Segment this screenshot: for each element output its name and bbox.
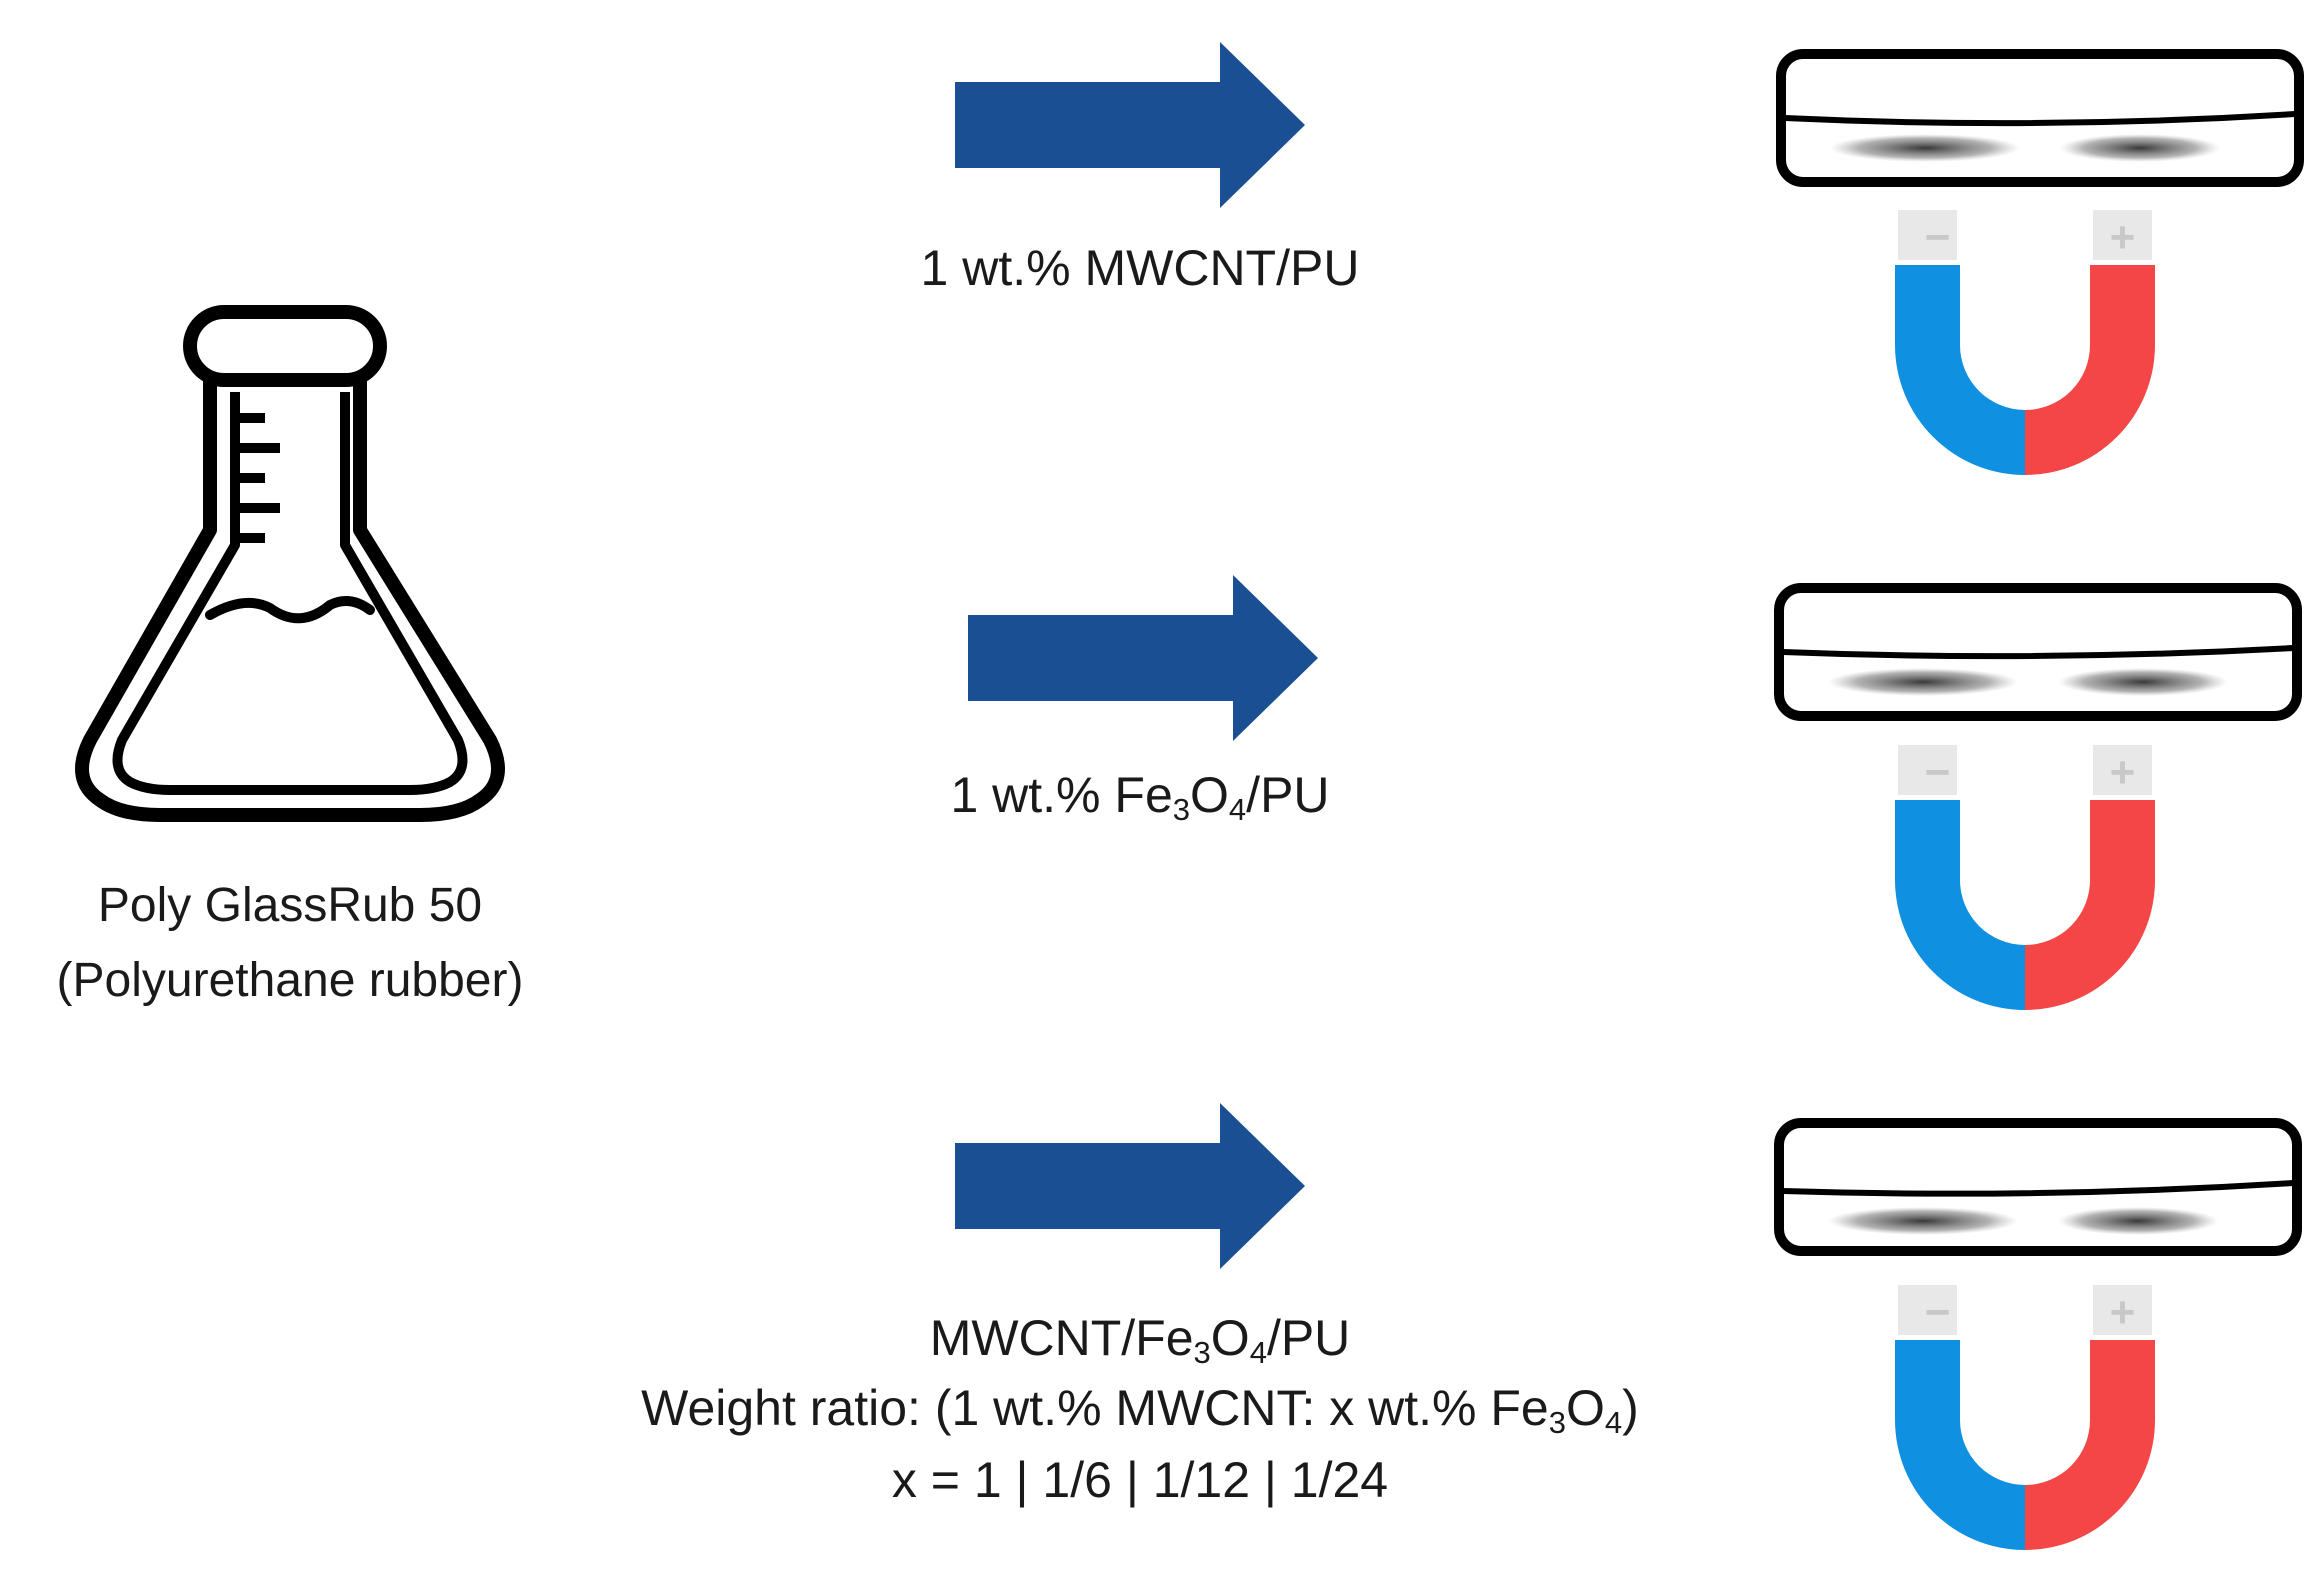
row2-label-text: /PU	[1246, 767, 1330, 823]
plus-icon: +	[2109, 748, 2136, 797]
row1-label: 1 wt.% MWCNT/PU	[860, 243, 1420, 293]
row3-label-line1: MWCNT/Fe3O4/PU	[700, 1310, 1580, 1368]
right-arrow-icon	[955, 1103, 1305, 1269]
sample-dish-icon	[1774, 1118, 2302, 1256]
minus-icon: −	[1924, 748, 1951, 797]
row3-label-line3: x = 1 | 1/6 | 1/12 | 1/24	[891, 1452, 1389, 1508]
row3-subscript: 4	[1604, 1404, 1623, 1440]
minus-icon: −	[1924, 1288, 1951, 1337]
row3-label-text: Weight ratio: (1 wt.% MWCNT: x wt.% Fe	[641, 1380, 1549, 1436]
plus-icon: +	[2109, 1288, 2136, 1337]
row3-label-text: O	[1210, 1310, 1250, 1366]
horseshoe-magnet-icon	[1895, 745, 2155, 1010]
row3-subscript: 3	[1548, 1404, 1566, 1440]
sample-dish-icon	[1774, 583, 2302, 721]
flask-label-line2: (Polyurethane rubber)	[56, 954, 524, 1007]
horseshoe-magnet-icon	[1895, 210, 2155, 475]
row3-label-text: /PU	[1266, 1310, 1351, 1366]
row2-label-text: O	[1190, 767, 1229, 823]
row3-label-text: O	[1566, 1380, 1605, 1436]
row2-label: 1 wt.% Fe3O4/PU	[860, 767, 1420, 825]
right-arrow-icon	[968, 575, 1318, 741]
row3-label-text: )	[1622, 1380, 1639, 1436]
row3-label-line2: Weight ratio: (1 wt.% MWCNT: x wt.% Fe3O…	[500, 1380, 1780, 1438]
row3-label-text: MWCNT/Fe	[929, 1310, 1194, 1366]
minus-icon: −	[1924, 213, 1951, 262]
sample-dish-icon	[1776, 49, 2304, 187]
row2-label-text: 1 wt.% Fe	[950, 767, 1173, 823]
row2-subscript: 4	[1228, 791, 1247, 827]
row3-subscript: 3	[1193, 1334, 1211, 1370]
row3-subscript: 4	[1249, 1334, 1267, 1370]
right-arrow-icon	[955, 42, 1305, 208]
row1-label-text: 1 wt.% MWCNT/PU	[920, 240, 1360, 296]
row2-subscript: 3	[1172, 791, 1191, 827]
flask-label-line1: Poly GlassRub 50	[97, 879, 483, 932]
erlenmeyer-flask-icon	[75, 305, 505, 822]
horseshoe-magnet-icon	[1895, 1285, 2155, 1550]
plus-icon: +	[2109, 213, 2136, 262]
